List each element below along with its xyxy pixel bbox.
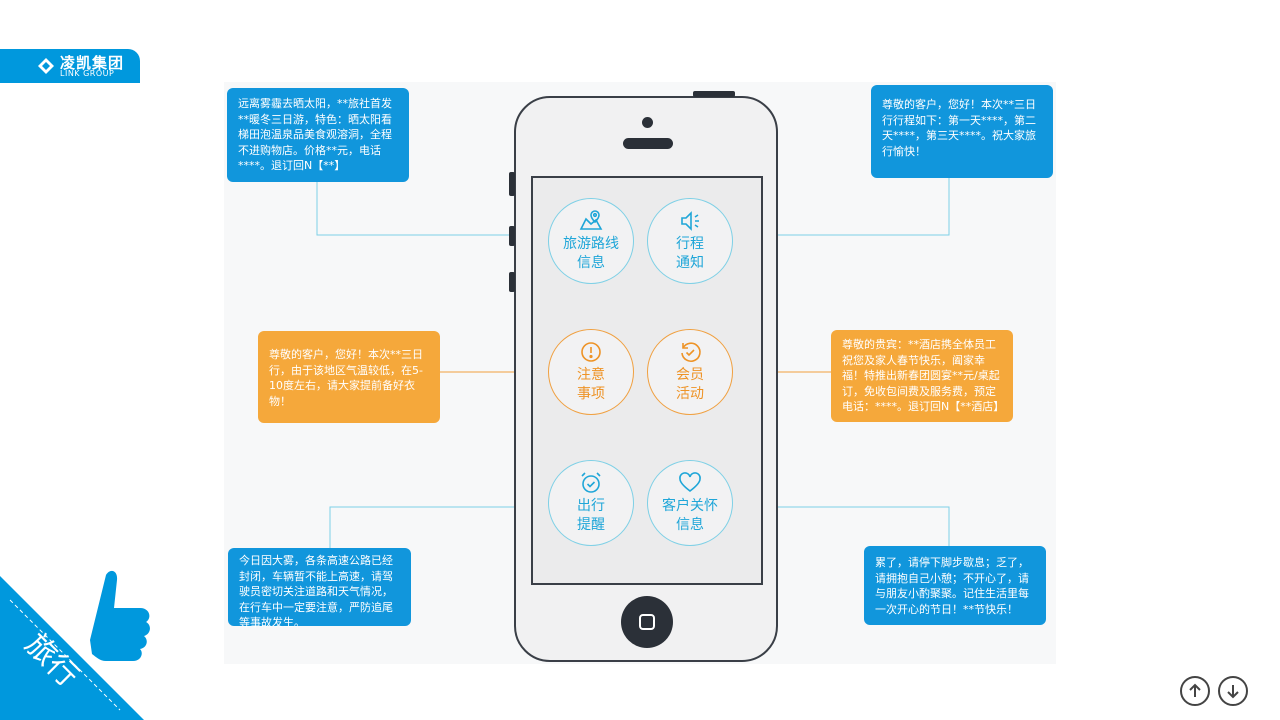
heart-icon (679, 472, 701, 493)
feature-label-line2: 信息 (577, 255, 605, 271)
feature-route-info[interactable]: 旅游路线 信息 (548, 198, 634, 284)
feature-label-line1: 客户关怀 (662, 498, 718, 514)
alarm-clock-icon (581, 472, 601, 493)
feature-label-line1: 出行 (577, 498, 605, 514)
logo-mark-icon (38, 58, 54, 74)
logo-subtitle: LINK GROUP (60, 69, 115, 78)
prev-page-button[interactable] (1180, 676, 1210, 706)
feature-label-line1: 旅游路线 (563, 236, 619, 252)
callout-route-message: 远离雾霾去晒太阳，**旅社首发**暖冬三日游，特色：晒太阳看梯田泡温泉品美食观溶… (227, 88, 409, 182)
volume-down-button (509, 272, 515, 292)
feature-label-line2: 信息 (676, 517, 704, 533)
feature-label-line1: 会员 (676, 367, 704, 383)
feature-member-activity[interactable]: 会员 活动 (647, 329, 733, 415)
feature-itinerary-notice[interactable]: 行程 通知 (647, 198, 733, 284)
feature-label-line2: 提醒 (577, 517, 605, 533)
home-square-icon (639, 614, 655, 630)
phone-speaker (623, 138, 673, 149)
phone-camera (642, 117, 653, 128)
arrow-down-circle-icon (1227, 685, 1239, 699)
callout-reminder-message: 今日因大雾，各条高速公路已经封闭，车辆暂不能上高速，请驾驶员密切关注道路和天气情… (228, 548, 411, 629)
feature-label-line2: 事项 (577, 386, 605, 402)
feature-customer-care[interactable]: 客户关怀 信息 (647, 460, 733, 546)
feature-label-line2: 活动 (676, 386, 704, 402)
logo-name: 凌凯集团 (60, 54, 125, 72)
alert-icon (581, 342, 601, 362)
callout-care-message: 累了，请停下脚步歇息；乏了，请拥抱自己小憩；不开心了，请与朋友小酌聚聚。记住生活… (864, 546, 1046, 625)
feature-label-line2: 通知 (676, 255, 704, 271)
mute-switch (509, 172, 515, 196)
feature-label-line1: 注意 (577, 367, 605, 383)
map-route-icon (579, 210, 603, 230)
feature-label-line1: 行程 (676, 236, 704, 252)
home-button[interactable] (621, 596, 673, 648)
speaker-icon (681, 211, 699, 231)
feature-notice[interactable]: 注意 事项 (548, 329, 634, 415)
next-page-button[interactable] (1218, 676, 1248, 706)
callout-member-message: 尊敬的贵宾：**酒店携全体员工祝您及家人春节快乐，阖家幸福！特推出新春团圆宴**… (831, 330, 1013, 422)
volume-up-button (509, 226, 515, 246)
arrow-up-circle-icon (1189, 683, 1201, 697)
feature-travel-reminder[interactable]: 出行 提醒 (548, 460, 634, 546)
callout-notice-message: 尊敬的客户，您好！本次**三日行，由于该地区气温较低，在5-10度左右，请大家提… (258, 331, 440, 423)
callout-itinerary-message: 尊敬的客户，您好！本次**三日行行程如下：第一天****，第二天****，第三天… (871, 85, 1053, 178)
refresh-check-icon (681, 342, 701, 362)
power-button (693, 91, 735, 97)
company-logo: 凌凯集团 LINK GROUP (0, 49, 140, 83)
